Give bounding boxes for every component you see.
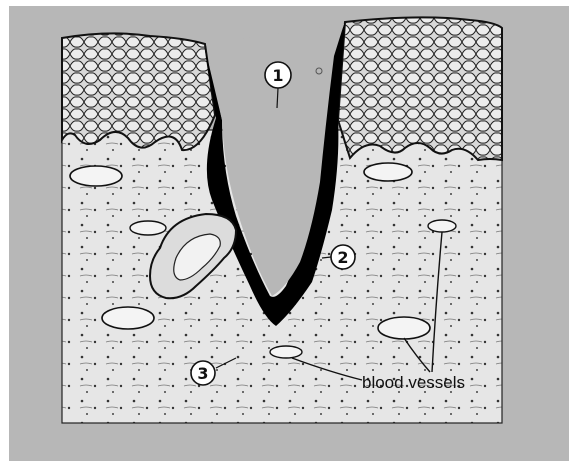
blood-vessels-label: blood vessels	[362, 373, 465, 392]
label-3: 3	[197, 364, 208, 383]
blood-vessel	[130, 221, 166, 235]
blood-vessel	[428, 220, 456, 232]
epidermis-left	[62, 33, 215, 150]
blood-vessel	[364, 163, 412, 181]
label-1: 1	[272, 66, 283, 85]
blood-vessel	[378, 317, 430, 339]
blood-vessel	[270, 346, 302, 358]
blood-vessel	[70, 166, 122, 186]
blood-vessel	[102, 307, 154, 329]
epidermis-right	[338, 17, 502, 160]
label-2: 2	[337, 248, 348, 267]
